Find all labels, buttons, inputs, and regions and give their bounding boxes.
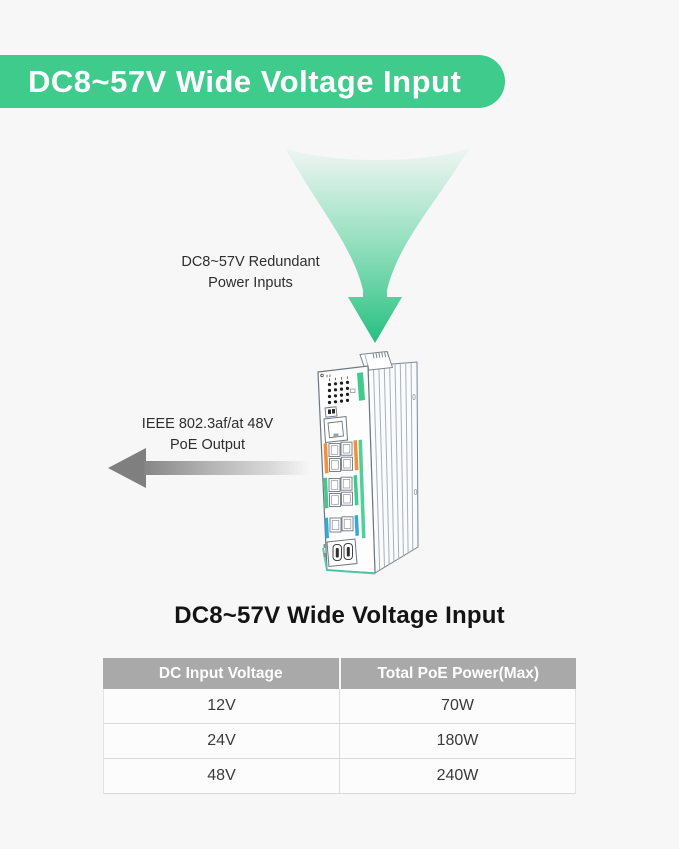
table-body: 12V 70W 24V 180W 48V 240W [103,689,576,794]
switch-illustration [317,350,419,575]
cell-voltage: 12V [104,689,340,723]
section-heading: DC8~57V Wide Voltage Input [174,602,505,629]
port-group-green [323,439,366,539]
power-input-label-line2: Power Inputs [208,275,293,291]
cell-power: 180W [436,732,479,749]
console-port [323,415,349,444]
power-input-label-line1: DC8~57V Redundant [181,254,320,270]
power-input-funnel-arrow-icon [285,148,470,343]
table-header-dc-input-voltage: DC Input Voltage [103,658,339,689]
dip-switch [324,406,338,418]
poe-output-label-line1: IEEE 802.3af/at 48V [141,416,274,432]
cell-voltage: 48V [104,759,340,793]
left-arrow-shaft [144,461,310,475]
poe-output-label: IEEE 802.3af/at 48V PoE Output [105,414,310,456]
table-row: 48V 240W [104,759,575,794]
banner-title: DC8~57V Wide Voltage Input [28,63,462,99]
poe-output-label-line2: PoE Output [170,437,245,453]
sfp-slots [323,538,358,568]
table-header-row: DC Input Voltage Total PoE Power(Max) [103,658,576,689]
poe-output-arrow-icon [108,448,310,488]
table-row: 24V 180W [104,724,575,759]
poe-port-group-orange [323,440,359,474]
uplink-port-group-blue [324,515,359,539]
funnel-down-arrow-shape [285,148,470,343]
table-header-total-poe-power: Total PoE Power(Max) [340,658,576,689]
cell-power: 240W [436,767,479,784]
cell-power: 70W [441,697,474,714]
heatsink-fins [367,361,419,574]
voltage-power-table: DC Input Voltage Total PoE Power(Max) 12… [103,658,576,794]
table-row: 12V 70W [104,689,575,724]
led-grid [327,376,356,405]
power-input-label: DC8~57V Redundant Power Inputs [148,252,353,294]
cell-voltage: 24V [104,724,340,758]
left-arrow-head [108,448,146,488]
title-banner: DC8~57V Wide Voltage Input [0,55,505,108]
